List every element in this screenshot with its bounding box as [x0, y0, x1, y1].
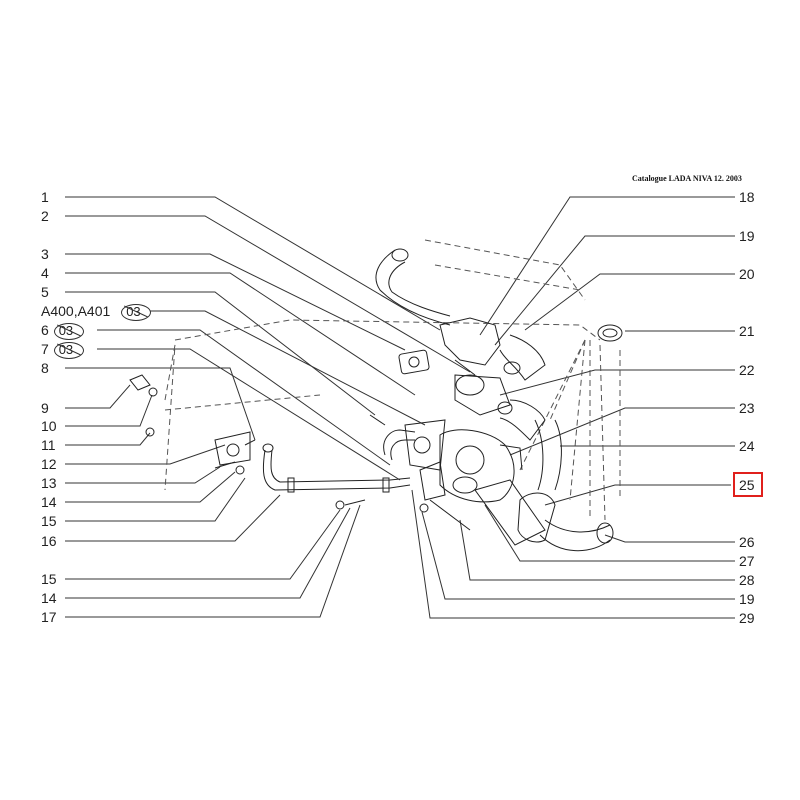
- callout-16: 16: [41, 533, 57, 549]
- circled-code: 03: [53, 323, 85, 340]
- callout-4: 4: [41, 265, 49, 281]
- callout-14b: 14: [41, 590, 57, 606]
- callout-26: 26: [739, 534, 755, 550]
- callout-22: 22: [739, 362, 755, 378]
- left-leader-lines: [65, 196, 471, 618]
- callout-25-highlighted[interactable]: 25: [739, 477, 755, 493]
- callout-14: 14: [41, 494, 57, 510]
- callout-20: 20: [739, 266, 755, 282]
- callout-15b: 15: [41, 571, 57, 587]
- callout-19: 19: [739, 228, 755, 244]
- callout-label: A400,A401: [41, 303, 111, 319]
- callout-9: 9: [41, 400, 49, 416]
- callout-1: 1: [41, 189, 49, 205]
- catalogue-header: Catalogue LADA NIVA 12. 2003: [632, 174, 742, 183]
- callout-3: 3: [41, 246, 49, 262]
- callout-11: 11: [41, 437, 56, 453]
- callout-24: 24: [739, 438, 755, 454]
- circled-code: 03: [53, 342, 85, 359]
- callout-2: 2: [41, 208, 49, 224]
- bolts: [214, 461, 471, 531]
- highlight-box: [733, 472, 763, 497]
- callout-10: 10: [41, 418, 57, 434]
- callout-27: 27: [739, 553, 755, 569]
- callout-19b: 19: [739, 591, 755, 607]
- callout-5: 5: [41, 284, 49, 300]
- callout-18: 18: [739, 189, 755, 205]
- callout-label: 6: [41, 322, 49, 338]
- callout-21: 21: [739, 323, 755, 339]
- bypass-pipe: [244, 429, 416, 493]
- callout-28: 28: [739, 572, 755, 588]
- callout-15: 15: [41, 513, 57, 529]
- callout-23: 23: [739, 400, 755, 416]
- water-pump: [419, 429, 523, 503]
- callout-12: 12: [41, 456, 57, 472]
- right-leader-lines: [411, 196, 735, 619]
- callout-a400-a401: A400,A401 03: [41, 303, 153, 321]
- radiator-outline: [164, 239, 621, 521]
- upper-hose: [375, 248, 451, 326]
- circled-code: 03: [121, 304, 153, 321]
- callout-17: 17: [41, 609, 57, 625]
- callout-8: 8: [41, 360, 49, 376]
- lower-hoses: [474, 324, 623, 552]
- callout-label: 7: [41, 341, 49, 357]
- callout-29: 29: [739, 610, 755, 626]
- thermostat: [439, 317, 546, 441]
- callout-7: 7 03: [41, 341, 85, 359]
- callout-13: 13: [41, 475, 57, 491]
- callout-6: 6 03: [41, 322, 85, 340]
